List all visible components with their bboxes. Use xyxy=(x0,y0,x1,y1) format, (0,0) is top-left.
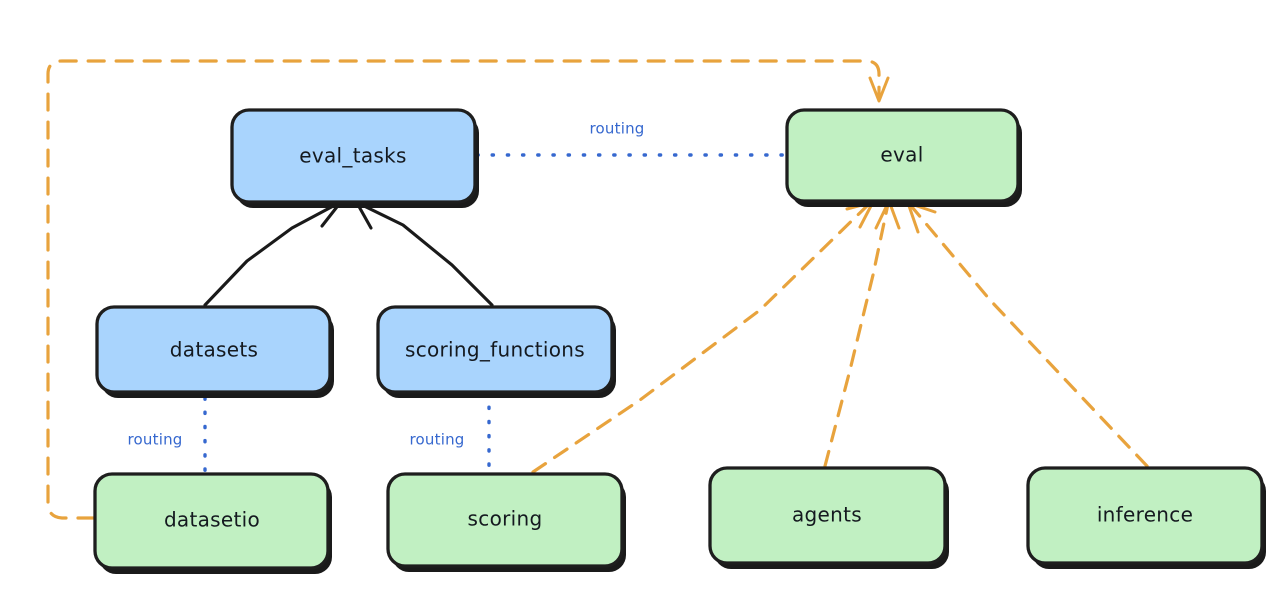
node-scoring_functions[interactable]: scoring_functions xyxy=(376,305,616,398)
edge-group-routing: routing routing routing xyxy=(128,120,786,474)
arrowhead xyxy=(868,76,890,103)
node-eval[interactable]: eval xyxy=(785,108,1022,207)
edge-label-routing-datasetio: routing xyxy=(128,431,183,449)
node-label: datasetio xyxy=(164,508,260,532)
edge-label-routing-eval: routing xyxy=(590,120,645,138)
node-eval_tasks[interactable]: eval_tasks xyxy=(230,108,479,208)
edge-label-routing-scoring: routing xyxy=(410,431,465,449)
edge-group-composition xyxy=(203,200,494,307)
edge-agents-to-eval xyxy=(823,199,901,468)
edge-line xyxy=(910,205,1149,468)
edge-line xyxy=(358,202,494,307)
node-agents[interactable]: agents xyxy=(708,466,949,569)
node-box[interactable] xyxy=(230,108,477,204)
edge-line xyxy=(823,202,890,468)
edge-line xyxy=(46,59,881,520)
edge-datasets-to-eval_tasks xyxy=(203,200,342,307)
node-box[interactable] xyxy=(785,108,1020,203)
node-label: scoring_functions xyxy=(405,338,585,362)
node-box[interactable] xyxy=(93,472,330,570)
node-box[interactable] xyxy=(1026,466,1264,565)
node-label: scoring xyxy=(468,507,543,531)
edge-eval_tasks-to-eval: routing xyxy=(475,120,786,157)
node-box[interactable] xyxy=(95,305,332,394)
edge-datasetio-to-eval xyxy=(46,59,890,520)
node-box[interactable] xyxy=(376,305,614,394)
node-label: inference xyxy=(1097,503,1193,527)
edge-line xyxy=(203,202,339,307)
edge-line xyxy=(531,203,870,474)
edge-datasets-to-datasetio: routing xyxy=(128,396,207,474)
node-inference[interactable]: inference xyxy=(1026,466,1266,569)
node-scoring[interactable]: scoring xyxy=(386,472,626,572)
node-label: eval_tasks xyxy=(299,144,406,168)
edge-inference-to-eval xyxy=(906,201,1149,468)
node-label: datasets xyxy=(170,338,258,362)
edge-scoring_functions-to-eval_tasks xyxy=(355,201,494,307)
edge-scoring_functions-to-scoring: routing xyxy=(410,391,491,474)
node-label: agents xyxy=(792,503,862,527)
node-label: eval xyxy=(880,143,923,167)
node-box[interactable] xyxy=(708,466,947,565)
node-datasets[interactable]: datasets xyxy=(95,305,334,398)
node-datasetio[interactable]: datasetio xyxy=(93,472,332,574)
node-box[interactable] xyxy=(386,472,624,568)
